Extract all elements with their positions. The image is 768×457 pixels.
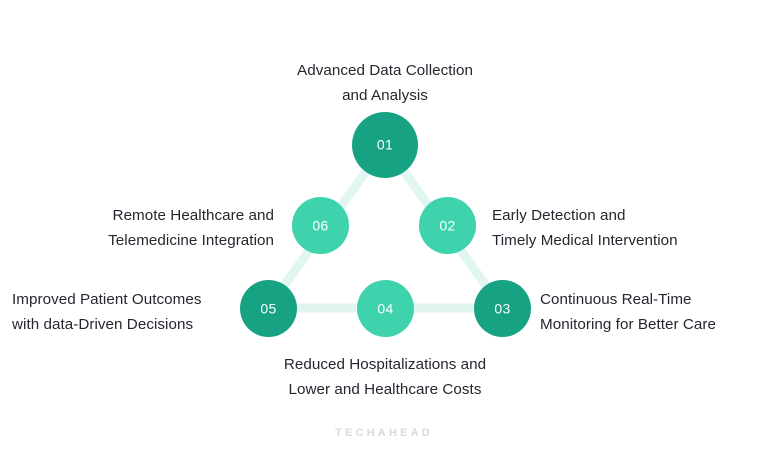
node-caption-03: Continuous Real-Time Monitoring for Bett…: [540, 291, 717, 333]
node-circle-01[interactable]: 01: [352, 112, 418, 178]
brand-watermark: TECHAHEAD: [335, 427, 433, 439]
node-number-04: 04: [377, 300, 394, 316]
node-number-05: 05: [260, 300, 277, 316]
node-caption-06: Remote Healthcare and Telemedicine Integ…: [108, 207, 274, 249]
node-number-01: 01: [376, 136, 394, 153]
node-number-02: 02: [439, 217, 456, 233]
node-circle-03[interactable]: 03: [474, 280, 531, 337]
node-circle-04[interactable]: 04: [357, 280, 414, 337]
node-number-03: 03: [494, 300, 511, 316]
node-circle-02[interactable]: 02: [419, 197, 476, 254]
node-caption-02: Early Detection and Timely Medical Inter…: [492, 207, 678, 249]
node-number-06: 06: [312, 217, 329, 233]
node-caption-01: Advanced Data Collection and Analysis: [297, 62, 473, 104]
node-circle-06[interactable]: 06: [292, 197, 349, 254]
node-caption-05: Improved Patient Outcomes with data-Driv…: [12, 291, 202, 333]
node-circle-05[interactable]: 05: [240, 280, 297, 337]
node-caption-04: Reduced Hospitalizations and Lower and H…: [283, 356, 487, 398]
